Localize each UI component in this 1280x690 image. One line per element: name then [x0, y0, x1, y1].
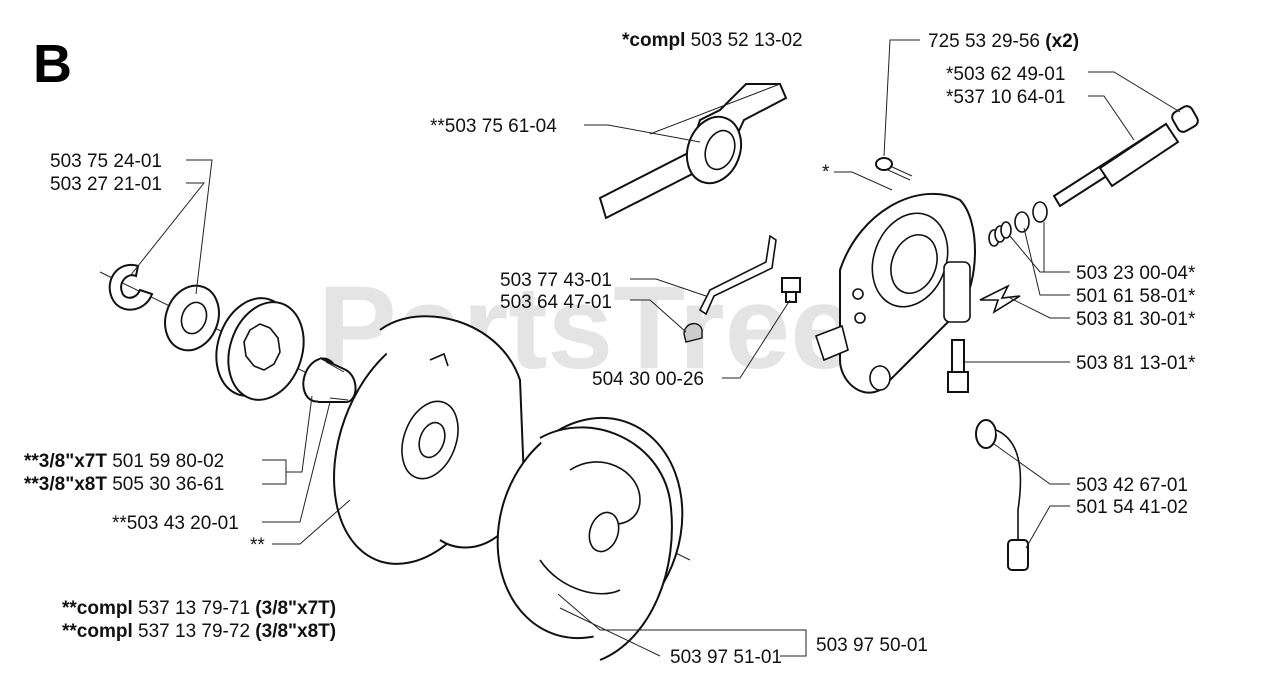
- adjusting-screw-part: [947, 339, 969, 393]
- label-503-77-43-01: 503 77 43-01: [500, 270, 612, 291]
- leader-lines: [129, 39, 1181, 657]
- label-double-star-drum: **: [250, 535, 265, 556]
- part-labels: *compl 503 52 13-02 725 53 29-56 (x2) *5…: [24, 30, 1196, 668]
- label-503-23-00-04: 503 23 00-04*: [1076, 263, 1196, 284]
- label-725-53-29-56: 725 53 29-56 (x2): [928, 31, 1079, 52]
- label-503-62-49-01: *503 62 49-01: [946, 64, 1065, 85]
- label-sprocket-8t: **3/8"x8T 505 30 36-61: [24, 474, 224, 495]
- label-503-27-21-01: 503 27 21-01: [50, 174, 162, 195]
- seal-part: [683, 323, 703, 343]
- oil-pump-part: [814, 192, 976, 394]
- guide-plate-part: [598, 83, 788, 220]
- section-letter: B: [33, 34, 72, 94]
- clutch-drum-part: [333, 315, 526, 565]
- label-star-housing: *: [822, 162, 830, 183]
- oil-pipe-part: [698, 234, 777, 316]
- label-compl-8t: **compl 537 13 79-72 (3/8"x8T): [62, 621, 336, 642]
- label-503-81-30-01: 503 81 30-01*: [1076, 309, 1196, 330]
- label-537-10-64-01: *537 10 64-01: [946, 87, 1065, 108]
- needle-bearing-part: [302, 357, 357, 404]
- lock-washer-part: [108, 263, 154, 311]
- label-503-75-24-01: 503 75 24-01: [50, 151, 162, 172]
- label-503-97-51-01: 503 97 51-01: [670, 647, 782, 668]
- rim-sprocket-part: [215, 297, 305, 401]
- label-compl-7t: **compl 537 13 79-71 (3/8"x7T): [62, 598, 336, 619]
- clutch-part: [496, 416, 684, 661]
- label-compl-top: *compl 503 52 13-02: [622, 30, 803, 51]
- label-503-43-20-01: **503 43 20-01: [112, 513, 239, 534]
- spring-washer-part: [988, 201, 1048, 247]
- label-503-81-13-01: 503 81 13-01*: [1076, 353, 1196, 374]
- label-503-64-47-01: 503 64 47-01: [500, 292, 612, 313]
- label-sprocket-7t: **3/8"x7T 501 59 80-02: [24, 451, 224, 472]
- label-503-97-50-01: 503 97 50-01: [816, 635, 928, 656]
- label-501-54-41-02: 501 54 41-02: [1076, 497, 1188, 518]
- key-part: [979, 284, 1021, 314]
- oil-hose-part: [975, 419, 1029, 571]
- label-504-30-00-26: 504 30 00-26: [592, 369, 704, 390]
- washer-part: [164, 284, 220, 352]
- screw-part: [875, 157, 913, 181]
- label-503-42-67-01: 503 42 67-01: [1076, 475, 1188, 496]
- pump-shaft-part: [1052, 105, 1199, 208]
- label-503-75-61-04: **503 75 61-04: [430, 116, 557, 137]
- nipple-part: [781, 277, 801, 303]
- label-501-61-58-01: 501 61 58-01*: [1076, 286, 1196, 307]
